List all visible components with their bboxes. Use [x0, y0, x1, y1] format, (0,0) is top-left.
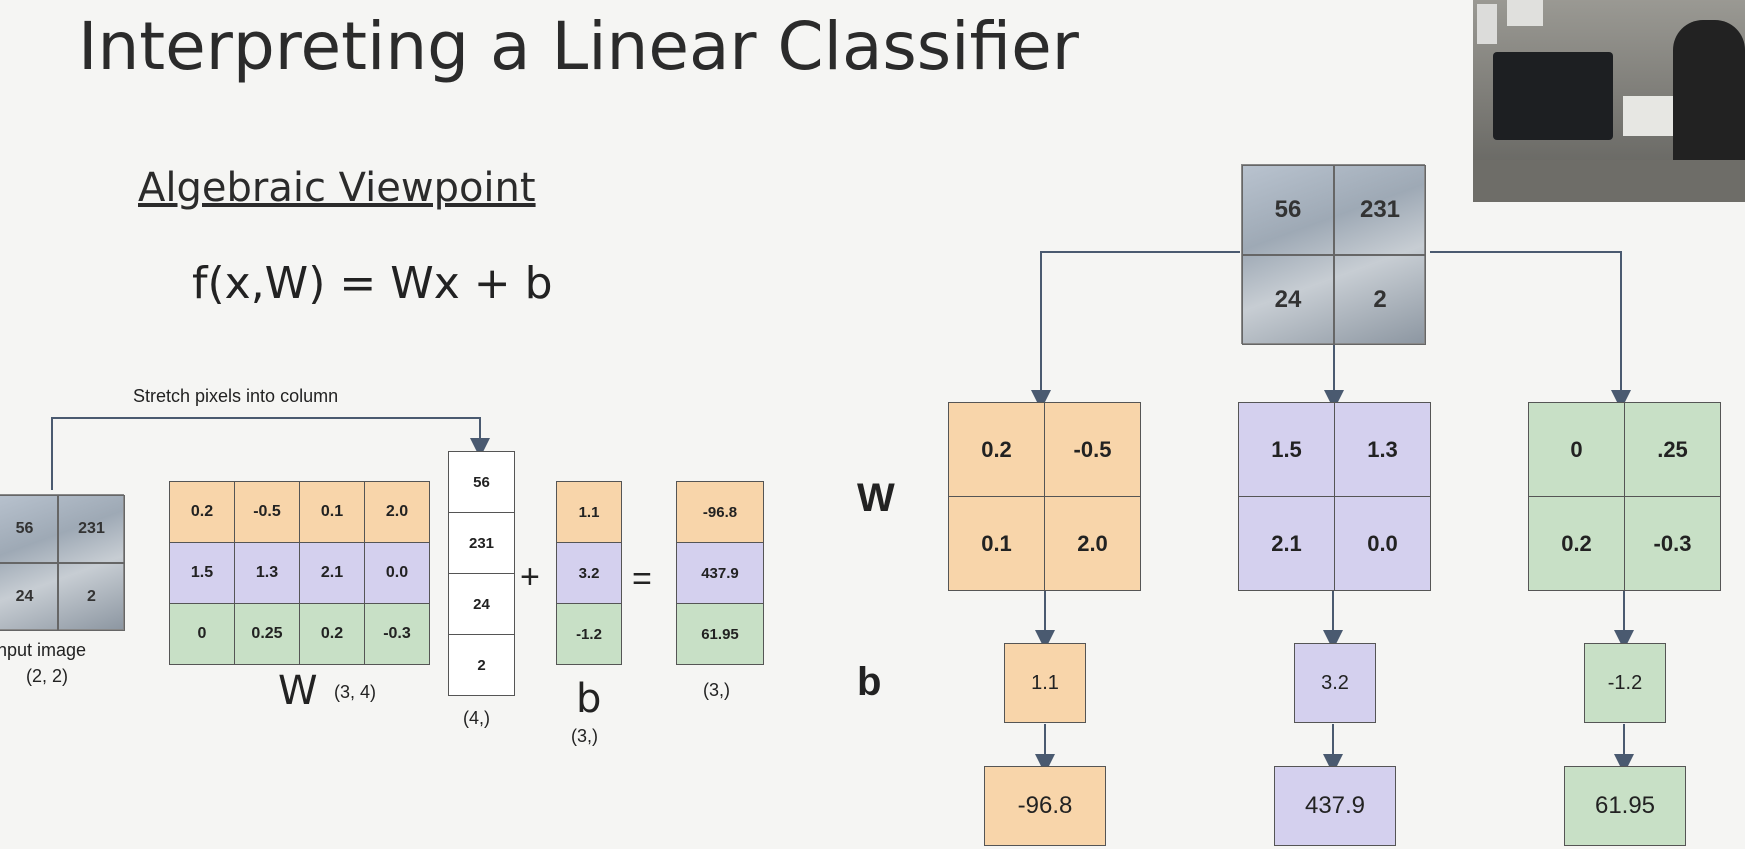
- presenter-webcam: [1473, 0, 1745, 202]
- class-w-cell: 0.2: [948, 402, 1045, 497]
- b-cell: -1.2: [556, 603, 622, 665]
- w-cell: 2.0: [364, 481, 430, 543]
- class-w-cell: 0.1: [948, 496, 1045, 591]
- slide-subtitle: Algebraic Viewpoint: [138, 165, 536, 211]
- w-cell: -0.3: [364, 603, 430, 665]
- x-cell: 231: [448, 512, 515, 574]
- class-score-cell: 437.9: [1274, 766, 1396, 846]
- x-cell: 2: [448, 634, 515, 696]
- class-score-cell: -96.8: [984, 766, 1106, 846]
- w-cell: 0.1: [299, 481, 365, 543]
- input-pixel: 56: [0, 495, 58, 563]
- w-cell: 0.2: [169, 481, 235, 543]
- right-pixel: 56: [1242, 165, 1334, 255]
- b-shape: (3,): [571, 726, 598, 746]
- w-cell: 1.5: [169, 542, 235, 604]
- input-pixel: 24: [0, 563, 58, 631]
- class-w-cell: 0: [1528, 402, 1625, 497]
- right-b-label: b: [857, 660, 882, 704]
- class-w-cell: .25: [1624, 402, 1721, 497]
- w-cell: 1.3: [234, 542, 300, 604]
- x-cell: 24: [448, 573, 515, 635]
- formula: f(x,W) = Wx + b: [192, 258, 553, 309]
- class-w-cell: -0.3: [1624, 496, 1721, 591]
- right-pixel: 231: [1334, 165, 1426, 255]
- class-w-cell: 1.5: [1238, 402, 1335, 497]
- class-w-cell: 2.0: [1044, 496, 1141, 591]
- class-b-cell: 1.1: [1004, 643, 1086, 723]
- input-pixel: 2: [58, 563, 125, 631]
- w-cell: 0.25: [234, 603, 300, 665]
- scores-shape: (3,): [703, 680, 730, 700]
- w-cell: 0.0: [364, 542, 430, 604]
- w-cell: 0: [169, 603, 235, 665]
- right-input-image: 56 231 24 2: [1241, 164, 1426, 345]
- b-cell: 1.1: [556, 481, 622, 543]
- b-label: b: [576, 676, 602, 722]
- class-score-cell: 61.95: [1564, 766, 1686, 846]
- score-cell: -96.8: [676, 481, 764, 543]
- slide-title: Interpreting a Linear Classifier: [78, 8, 1079, 85]
- input-pixel: 231: [58, 495, 125, 563]
- score-cell: 61.95: [676, 603, 764, 665]
- x-shape: (4,): [463, 708, 490, 728]
- w-shape: (3, 4): [334, 682, 377, 702]
- class-w-cell: -0.5: [1044, 402, 1141, 497]
- input-image-label: Input image: [0, 640, 87, 660]
- right-pixel: 2: [1334, 255, 1426, 345]
- equals-sign: =: [632, 560, 652, 598]
- class-b-cell: 3.2: [1294, 643, 1376, 723]
- stretch-label: Stretch pixels into column: [133, 386, 339, 406]
- right-w-label: W: [857, 476, 895, 520]
- right-pixel: 24: [1242, 255, 1334, 345]
- class-w-cell: 2.1: [1238, 496, 1335, 591]
- w-cell: 0.2: [299, 603, 365, 665]
- class-w-cell: 0.2: [1528, 496, 1625, 591]
- w-cell: 2.1: [299, 542, 365, 604]
- w-label: W: [278, 668, 318, 714]
- w-cell: -0.5: [234, 481, 300, 543]
- input-image: 56 231 24 2: [0, 494, 125, 631]
- score-cell: 437.9: [676, 542, 764, 604]
- input-image-shape: (2, 2): [26, 666, 69, 686]
- class-w-cell: 1.3: [1334, 402, 1431, 497]
- class-b-cell: -1.2: [1584, 643, 1666, 723]
- x-cell: 56: [448, 451, 515, 513]
- b-cell: 3.2: [556, 542, 622, 604]
- class-w-cell: 0.0: [1334, 496, 1431, 591]
- plus-sign: +: [520, 558, 540, 596]
